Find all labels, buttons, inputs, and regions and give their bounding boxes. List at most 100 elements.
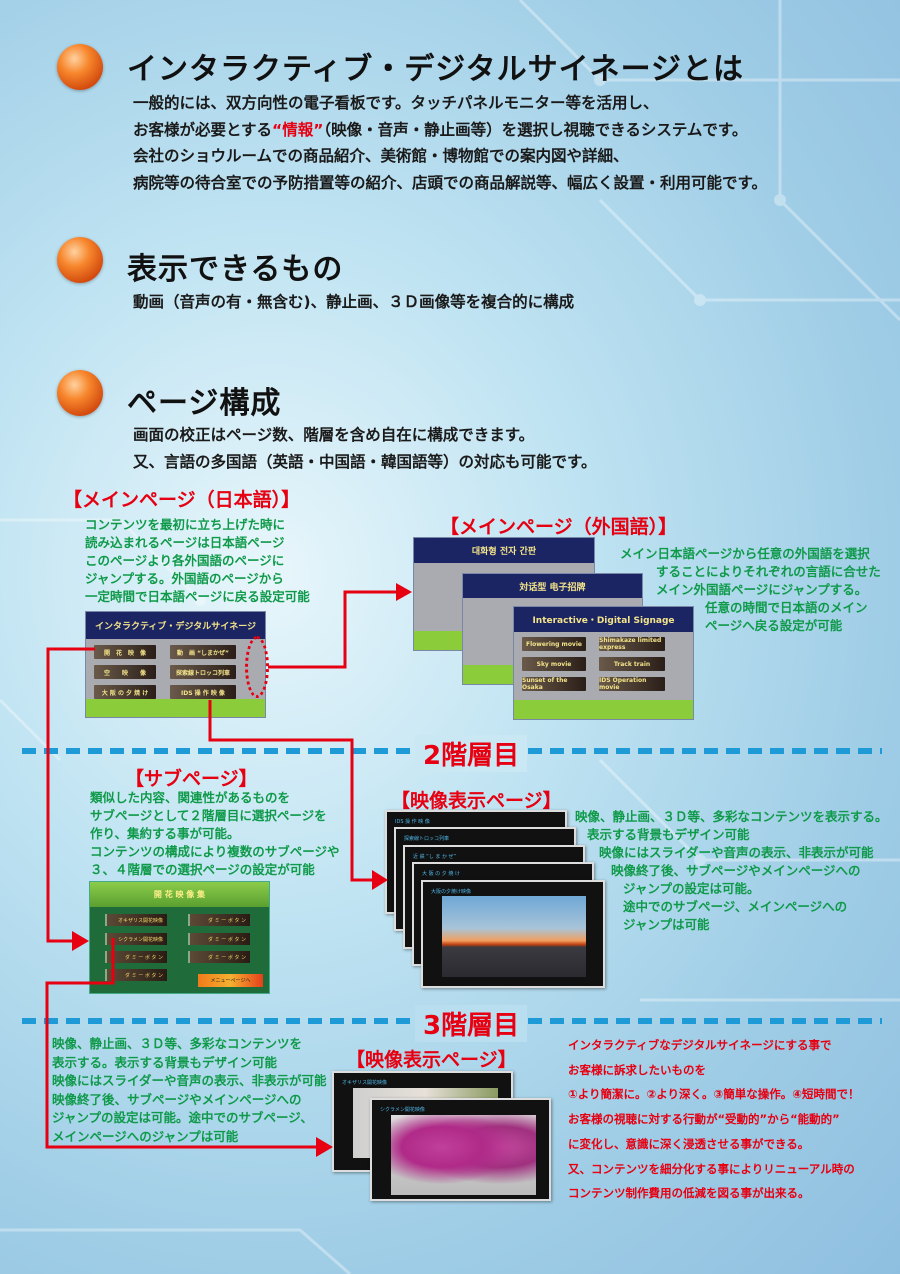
text-line: 病院等の待合室での予防措置等の紹介、店頭での商品解説等、幅広く設置・利用可能です… xyxy=(133,173,767,192)
screen-caption: 近 鉄 “し ま か ぜ” xyxy=(413,854,457,860)
section-body-page-structure: 画面の校正はページ数、階層を含め自在に構成できます。 又、言語の多国語（英語・中… xyxy=(133,422,596,475)
video-screen-front: シクラメン開花映像 xyxy=(370,1098,551,1201)
text-line: 任意の時間で日本語のメイン xyxy=(705,600,868,615)
text-line: このページより各外国語のページに xyxy=(85,553,285,568)
orange-sphere-bullet-icon xyxy=(57,44,103,90)
arrowhead-icon xyxy=(72,931,89,951)
mock-button[interactable]: 大 阪 の 夕 焼 け xyxy=(94,685,156,699)
level-2-label: 2階層目 xyxy=(415,735,528,772)
text-line: ジャンプの設定は可能。途中でのサブページ、 xyxy=(52,1110,313,1126)
screen-caption: IDS 操 作 映 像 xyxy=(395,819,430,825)
text-line: 映像にはスライダーや音声の表示、非表示が可能 xyxy=(599,845,874,860)
subpage-description: 類似した内容、関連性があるものをサブページとして２階層目に選択ページを作り、集約… xyxy=(90,789,340,879)
menu-page-button[interactable]: メニューページへ xyxy=(198,974,263,987)
text-line: メイン外国語ページにジャンプする。 xyxy=(656,582,868,597)
text-line: 途中でのサブページ、メインページへの xyxy=(623,899,848,914)
text-line: 読み込まれるページは日本語ページ xyxy=(85,535,285,550)
cyclamen-image xyxy=(391,1115,536,1195)
section-body-displayable: 動画（音声の有・無含む)、静止画、３Ｄ画像等を複合的に構成 xyxy=(133,293,575,311)
mock-button[interactable]: Shimakaze limited express xyxy=(599,637,665,651)
orange-sphere-bullet-icon xyxy=(57,370,103,416)
mock-button[interactable]: 開 花 映 像 xyxy=(94,645,156,659)
section-body-digital-signage: 一般的には、双方向性の電子看板です。タッチパネルモニター等を活用し、 お客様が必… xyxy=(133,90,767,196)
main-jp-description: コンテンツを最初に立ち上げた時に読み込まれるページは日本語ページこのページより各… xyxy=(85,516,310,606)
text-line: お客様が必要とする“情報”（映像・音声・静止画等）を選択し視聴できるシステムです… xyxy=(133,117,767,144)
main-jp-label: 【メインページ（日本語）】 xyxy=(63,489,301,511)
text-line: 映像終了後、サブページやメインページへの xyxy=(611,863,861,878)
arrowhead-icon xyxy=(396,583,412,601)
text-line: 映像終了後、サブページやメインページへの xyxy=(52,1091,302,1107)
section-title-displayable: 表示できるもの xyxy=(127,252,344,287)
text-line: 又、コンテンツを細分化する事によりリニューアル時の xyxy=(568,1161,855,1176)
orange-sphere-bullet-icon xyxy=(57,237,103,283)
text-line: ページへ戻る設定が可能 xyxy=(705,618,843,633)
mock-title: 開 花 映 像 集 xyxy=(90,882,269,907)
text-line: 又、言語の多国語（英語・中国語・韓国語等）の対応も可能です。 xyxy=(133,452,597,471)
mock-button[interactable]: Track train xyxy=(599,657,665,671)
screen-caption: シクラメン開花映像 xyxy=(380,1107,425,1113)
text-line: に変化し、意識に深く浸透させる事ができる。 xyxy=(568,1136,810,1151)
video-page-description: 映像、静止画、３Ｄ等、多彩なコンテンツを表示する。 表示する背景もデザイン可能 … xyxy=(575,808,888,934)
text-line: 画面の校正はページ数、階層を含め自在に構成できます。 xyxy=(133,426,535,444)
text-span: （映像・音声・静止画等）を選択し視聴できるシステムです。 xyxy=(323,120,748,139)
mock-button[interactable]: ダ ミ ー ボ タ ン xyxy=(188,933,250,945)
text-line: 表示する背景もデザイン可能 xyxy=(587,827,750,842)
text-line: コンテンツを最初に立ち上げた時に xyxy=(85,517,286,532)
screen-caption: 探索線トロッコ列車 xyxy=(404,836,450,842)
main-jp-page-mock: インタラクティブ・デジタルサイネージ 開 花 映 像 動 画 “しまかぜ” 空 … xyxy=(85,611,266,718)
video-page-label-level3: 【映像表示ページ】 xyxy=(346,1049,517,1071)
language-buttons-highlight xyxy=(245,636,269,698)
text-line: することによりそれぞれの言語に合せた xyxy=(656,564,881,579)
text-line: ジャンプの設定は可能。 xyxy=(623,881,760,896)
screen-caption: オキザリス開花映像 xyxy=(342,1080,388,1086)
text-line: メインページへのジャンプは可能 xyxy=(52,1128,239,1144)
text-line: 表示する。表示する背景もデザイン可能 xyxy=(52,1054,278,1070)
text-line: 映像にはスライダーや音声の表示、非表示が可能 xyxy=(52,1073,327,1089)
text-line: ①より簡潔に。②より深く。③簡単な操作。④短時間で！ xyxy=(568,1087,860,1102)
mock-button[interactable]: Flowering movie xyxy=(522,637,586,651)
mock-button[interactable]: ダ ミ ー ボ タ ン xyxy=(105,969,167,981)
mock-button[interactable]: IDS 操 作 映 像 xyxy=(170,685,236,699)
text-line: コンテンツの構成により複数のサブページや xyxy=(90,844,340,859)
screen-caption: 大阪の夕焼け映像 xyxy=(431,889,472,895)
mock-button[interactable]: ダ ミ ー ボ タ ン xyxy=(105,951,167,963)
mock-footer xyxy=(86,699,265,717)
text-span: お客様が必要とする xyxy=(133,120,273,139)
mock-button[interactable]: IDS Operation movie xyxy=(599,677,665,691)
mock-button[interactable]: 探索線トロッコ列車 xyxy=(170,665,236,679)
mock-button[interactable]: シクラメン開花映像 xyxy=(105,933,167,945)
mock-footer xyxy=(514,699,693,719)
text-line: メイン日本語ページから任意の外国語を選択 xyxy=(620,546,870,561)
subpage-label: 【サブページ】 xyxy=(125,768,258,790)
main-foreign-label: 【メインページ（外国語）】 xyxy=(440,516,678,538)
level-3-label: 3階層目 xyxy=(415,1005,528,1042)
screen-caption: 大 阪 の 夕 焼 け xyxy=(422,871,460,877)
mock-title: 対话型 电子招牌 xyxy=(463,574,642,599)
text-line: 会社のショウルームでの商品紹介、美術館・博物館での案内図や詳細、 xyxy=(133,147,629,165)
text-line: 一定時間で日本語ページに戻る設定可能 xyxy=(85,589,310,604)
mock-button[interactable]: ダ ミ ー ボ タ ン xyxy=(188,951,250,963)
text-line: お客様の視聴に対する行動が“受動的”から“能動的” xyxy=(568,1112,840,1127)
mock-title: インタラクティブ・デジタルサイネージ xyxy=(86,612,265,640)
text-line: ３、４階層での選択ページの設定が可能 xyxy=(90,862,315,877)
text-line: コンテンツ制作費用の低減を図る事が出来る。 xyxy=(568,1186,810,1201)
text-line: 類似した内容、関連性があるものを xyxy=(90,790,291,805)
highlight-info: “情報” xyxy=(272,120,324,139)
text-line: ジャンプする。外国語のページから xyxy=(85,571,284,586)
mock-button[interactable]: 空 映 像 xyxy=(94,665,156,679)
mock-button[interactable]: Sky movie xyxy=(522,657,586,671)
video-screen-front: 大阪の夕焼け映像 xyxy=(421,880,605,988)
text-line: サブページとして２階層目に選択ページを xyxy=(90,808,327,823)
mock-button[interactable]: 動 画 “しまかぜ” xyxy=(170,645,236,659)
sunset-image xyxy=(442,896,586,977)
mock-button[interactable]: ダ ミ ー ボ タ ン xyxy=(188,914,250,926)
mock-button[interactable]: Sunset of the Osaka xyxy=(522,677,586,691)
text-line: 映像、静止画、３Ｄ等、多彩なコンテンツを表示する。 xyxy=(575,809,888,824)
mock-title: Interactive・Digital Signage xyxy=(514,607,693,632)
mock-button[interactable]: オキザリス開花映像 xyxy=(105,914,167,926)
section-title-page-structure: ページ構成 xyxy=(127,386,282,421)
main-foreign-description: メイン日本語ページから任意の外国語を選択 することによりそれぞれの言語に合せた … xyxy=(620,545,881,635)
video-page-label: 【映像表示ページ】 xyxy=(391,790,562,812)
text-line: 映像、静止画、３Ｄ等、多彩なコンテンツを xyxy=(52,1036,303,1051)
